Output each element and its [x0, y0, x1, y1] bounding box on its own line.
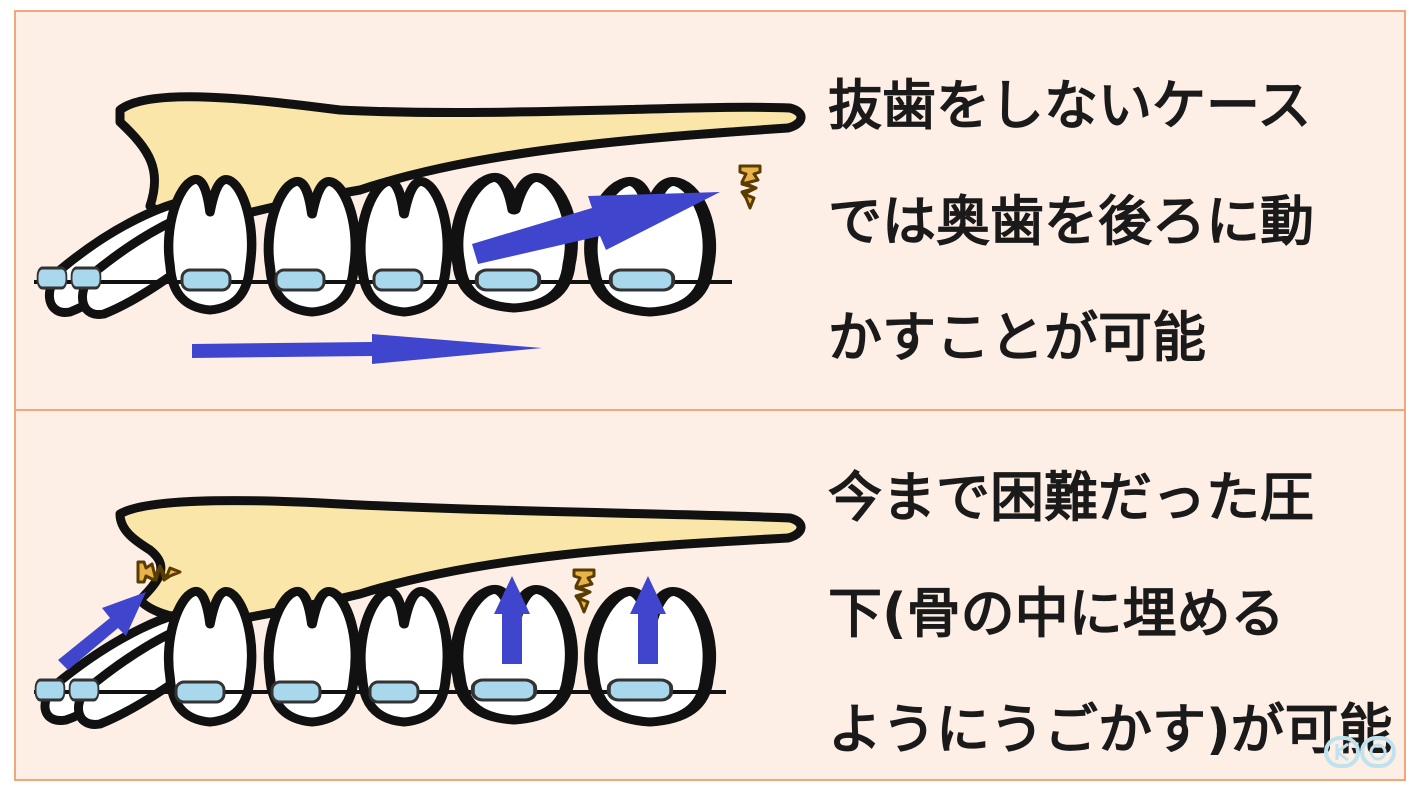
arrow-icon [494, 576, 530, 664]
bracket-icon [372, 268, 424, 292]
caption-intrusion: 今まで困難だった圧 下(骨の中に埋める ようにうごかす)が可能 [828, 466, 1393, 761]
panel2-illustration [34, 496, 806, 729]
bracket-icon [36, 266, 68, 290]
tooth-icon [269, 181, 356, 312]
bracket-icon [34, 678, 66, 702]
bracket-icon [70, 266, 102, 290]
bracket-icon [368, 680, 420, 704]
bracket-icon [274, 268, 326, 292]
bracket-icon [608, 268, 676, 292]
arrow-icon [58, 592, 146, 670]
bracket-icon [474, 268, 542, 292]
mini-screw-icon [572, 568, 596, 614]
bracket-icon [270, 680, 322, 704]
tooth-icon [361, 181, 448, 312]
bracket-icon [180, 268, 232, 292]
mini-screw-icon [738, 164, 762, 210]
arrow-icon [630, 576, 666, 664]
bracket-icon [68, 678, 100, 702]
caption-distalization: 抜歯をしないケース では奥歯を後ろに動 かすことが可能 [828, 74, 1314, 369]
bracket-icon [606, 678, 674, 702]
bracket-icon [470, 678, 538, 702]
panel1-illustration [34, 92, 806, 364]
arrow-icon [192, 334, 542, 364]
ko-logo-icon [1324, 736, 1396, 768]
arrow-icon [472, 192, 720, 264]
bracket-icon [174, 680, 226, 704]
